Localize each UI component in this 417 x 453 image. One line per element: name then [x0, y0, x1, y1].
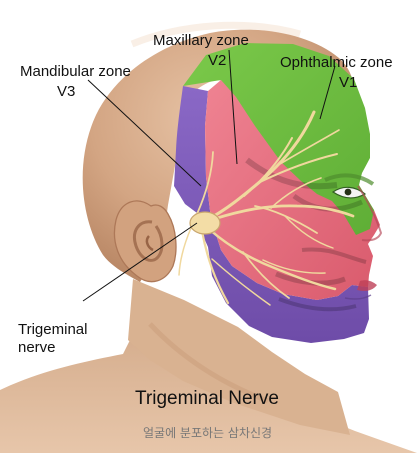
mandibular-code-text: V3: [57, 83, 76, 100]
ear: [113, 200, 177, 283]
ophthalmic-code-text: V1: [339, 74, 358, 91]
ophthalmic-zone: [183, 43, 374, 235]
maxillary-zone-label: Maxillary zone: [153, 14, 249, 50]
maxillary-zone-text: Maxillary zone: [153, 32, 249, 49]
trigeminal-nerve-text: Trigeminal nerve: [18, 321, 88, 356]
mandibular-zone-text: Mandibular zone: [20, 63, 131, 80]
ophthalmic-zone-text: Ophthalmic zone: [280, 54, 393, 71]
maxillary-code-text: V2: [208, 52, 227, 69]
trigeminal-nerve-branches: [178, 110, 355, 306]
diagram-title: Trigeminal Nerve: [135, 388, 279, 409]
face-contours: [245, 157, 367, 312]
label-leader-lines: [82, 49, 336, 302]
ophthalmic-zone-label: Ophthalmic zone: [280, 36, 393, 72]
neck: [128, 279, 350, 435]
maxillary-code-label: V2: [208, 34, 226, 70]
mandibular-code-label: V3: [57, 65, 75, 101]
trigeminal-nerve-label: Trigeminal nerve: [18, 303, 87, 357]
mandibular-zone-label: Mandibular zone: [20, 45, 131, 81]
nose: [357, 185, 383, 242]
lips: [357, 280, 377, 291]
korean-caption: 얼굴에 분포하는 삼차신경: [143, 426, 273, 440]
trigeminal-ganglion: [189, 211, 221, 235]
mandibular-zone: [174, 86, 369, 343]
maxillary-zone: [205, 80, 380, 300]
ophthalmic-code-label: V1: [339, 56, 357, 92]
